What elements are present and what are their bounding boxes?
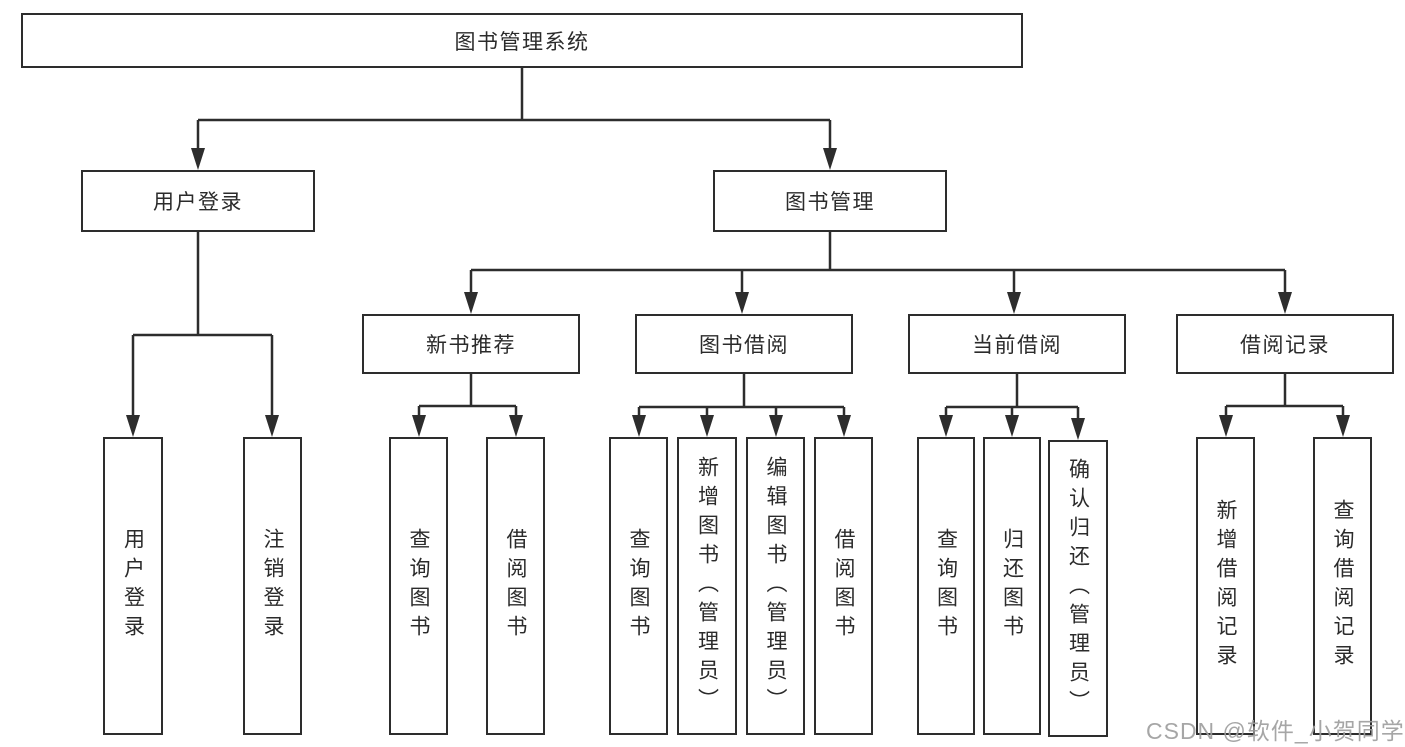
node-current-borrow: 当前借阅 [908, 314, 1126, 374]
node-book-borrow: 图书借阅 [635, 314, 853, 374]
node-confirm-return-admin: 确认归还（管理员） [1048, 440, 1108, 737]
node-add-books-admin: 新增图书（管理员） [677, 437, 737, 735]
node-return-books: 归还图书 [983, 437, 1041, 735]
node-user-login: 用户登录 [81, 170, 315, 232]
node-query-books-1: 查询图书 [389, 437, 448, 735]
node-borrow-books-2: 借阅图书 [814, 437, 873, 735]
csdn-watermark: CSDN @软件_小贺同学 [1146, 718, 1405, 744]
node-new-book-recommend: 新书推荐 [362, 314, 580, 374]
node-logout: 注销登录 [243, 437, 302, 735]
node-query-books-2: 查询图书 [609, 437, 668, 735]
node-book-management: 图书管理 [713, 170, 947, 232]
node-query-books-3: 查询图书 [917, 437, 975, 735]
node-edit-books-admin: 编辑图书（管理员） [746, 437, 805, 735]
node-user-login-leaf: 用户登录 [103, 437, 163, 735]
node-borrow-books-1: 借阅图书 [486, 437, 545, 735]
node-library-management-system: 图书管理系统 [21, 13, 1023, 68]
node-query-borrow-record: 查询借阅记录 [1313, 437, 1372, 735]
node-borrow-record: 借阅记录 [1176, 314, 1394, 374]
node-add-borrow-record: 新增借阅记录 [1196, 437, 1255, 735]
